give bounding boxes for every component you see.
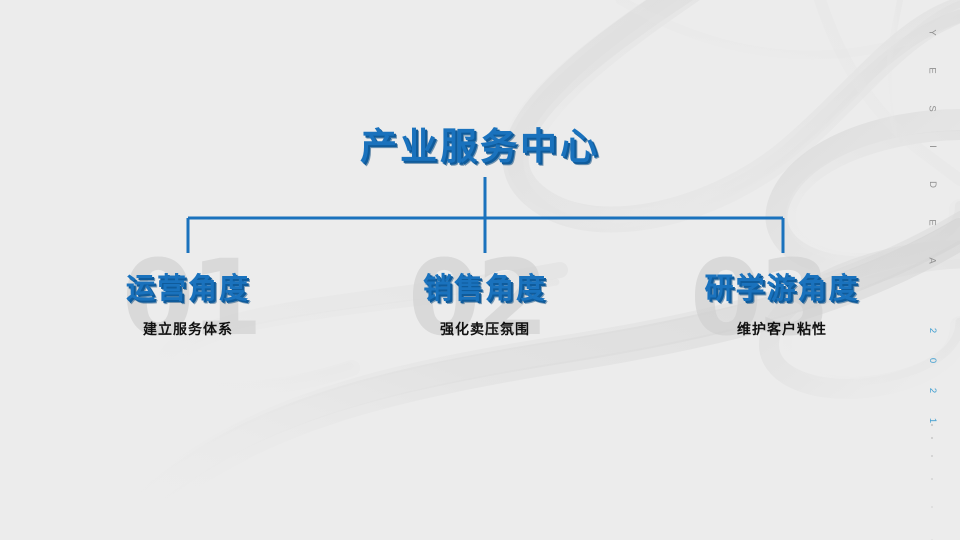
- side-year-digit-2: 2: [926, 387, 938, 395]
- side-brand-letter-1: E: [927, 67, 938, 75]
- column-03: 研学游角度 维护客户粘性: [632, 271, 932, 339]
- side-brand-letter-4: D: [927, 181, 938, 189]
- side-brand-letter-3: I: [926, 145, 938, 149]
- column-02: 销售角度 强化卖压氛围: [335, 271, 635, 339]
- column-02-subtitle: 强化卖压氛围: [440, 322, 530, 339]
- side-year-digit-0: 2: [926, 327, 938, 335]
- column-03-heading: 研学游角度: [704, 271, 860, 305]
- side-brand-letter-6: A: [927, 257, 938, 265]
- side-brand-text: Y E S I D E A: [918, 14, 946, 280]
- column-03-subtitle: 维护客户粘性: [737, 322, 827, 339]
- side-dot-4: [931, 506, 933, 508]
- side-year-digit-1: 0: [926, 357, 938, 365]
- side-dot-0: [931, 424, 933, 426]
- watermark-number-02: 02: [408, 237, 549, 359]
- side-brand-letter-5: E: [927, 219, 938, 227]
- watermark-number-01: 01: [122, 237, 263, 359]
- side-dot-trail: [924, 424, 940, 540]
- column-01-subtitle: 建立服务体系: [143, 322, 233, 339]
- column-01: 运营角度 建立服务体系: [38, 271, 338, 339]
- side-brand-letter-0: Y: [927, 29, 938, 37]
- page-title: 产业服务中心: [360, 125, 600, 168]
- side-dot-1: [931, 437, 933, 439]
- column-01-heading: 运营角度: [125, 271, 250, 305]
- side-brand-letter-2: S: [927, 105, 938, 113]
- column-02-heading: 销售角度: [422, 271, 547, 305]
- side-dot-2: [931, 455, 933, 457]
- watermark-number-03: 03: [690, 237, 831, 359]
- side-dot-3: [931, 478, 933, 480]
